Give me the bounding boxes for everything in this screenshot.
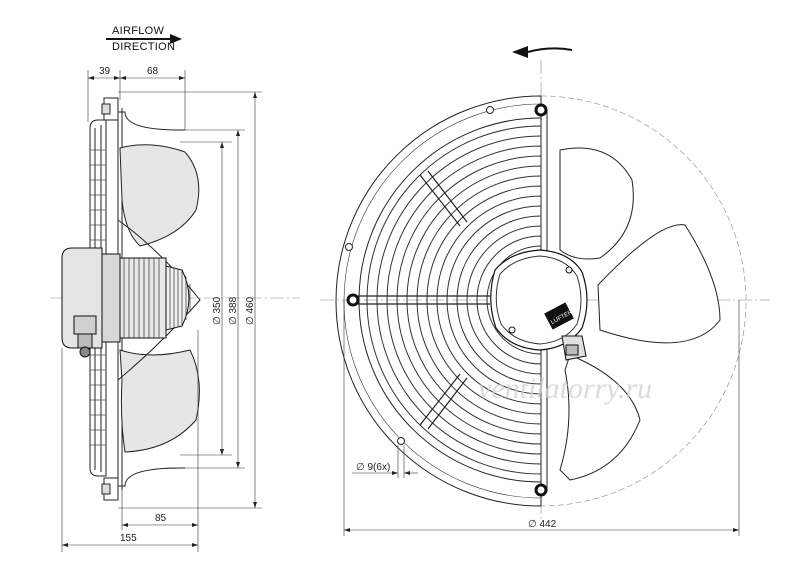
dim-388: ∅ 388: [228, 296, 239, 325]
dim-350: ∅ 350: [212, 296, 223, 325]
dim-460: ∅ 460: [245, 296, 256, 325]
airflow-arrow-icon: [106, 34, 182, 44]
front-view: LUFTER ∅ 9(6x) ∅ 442: [320, 46, 770, 536]
airflow-label-line1: AIRFLOW: [112, 25, 165, 37]
dim-39: 39: [99, 66, 111, 77]
airflow-label-line2: DIRECTION: [112, 41, 175, 53]
dim-85: 85: [155, 513, 167, 524]
dim-442: ∅ 442: [528, 519, 557, 530]
dim-68: 68: [147, 66, 159, 77]
dim-155: 155: [120, 533, 137, 544]
dim-holes: ∅ 9(6x): [356, 462, 390, 473]
side-view: AIRFLOW DIRECTION 39 68: [50, 25, 300, 552]
watermark: ventilatorry.ru: [478, 372, 652, 405]
rotation-arrow-icon: [512, 46, 573, 58]
